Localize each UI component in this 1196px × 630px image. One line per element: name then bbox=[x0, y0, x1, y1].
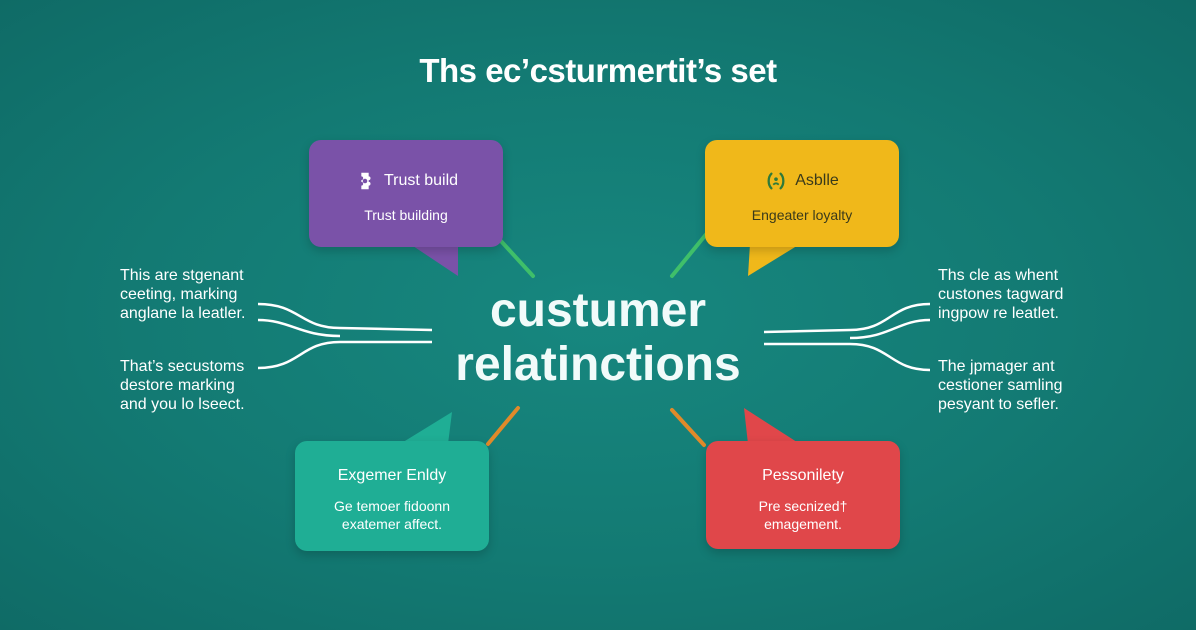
central-concept-line-2: relatinctions bbox=[455, 338, 741, 391]
right-top-note-line-1: Ths cle as whent bbox=[938, 267, 1059, 284]
right-top-note-line-3: ingpow re leatlet. bbox=[938, 305, 1059, 322]
right-bottom-note-line-1: The jpmager ant bbox=[938, 358, 1055, 375]
purple-bubble-tail bbox=[410, 244, 458, 276]
orange-spoke-right bbox=[670, 408, 706, 447]
left-bottom-note-line-1: That’s secustoms bbox=[120, 358, 245, 375]
bracket-icon bbox=[767, 172, 785, 190]
yellow-bubble-tail bbox=[748, 244, 800, 276]
green-spoke-right bbox=[670, 230, 710, 278]
loyalty-heading-text: Asblle bbox=[795, 172, 839, 189]
personality-body: Pre secnized† emagement. bbox=[706, 497, 900, 533]
left-top-note-line-2: ceeting, marking bbox=[120, 286, 238, 303]
loyalty-bubble: Asblle Engeater loyalty bbox=[705, 140, 899, 247]
trust-build-bubble: Trust build Trust building bbox=[309, 140, 503, 247]
right-connector-bottom bbox=[764, 342, 931, 372]
trust-build-heading-text: Trust build bbox=[383, 172, 459, 189]
trust-build-body-line-1: Trust building bbox=[364, 207, 448, 223]
right-bottom-note-line-2: cestioner samling bbox=[938, 377, 1063, 394]
loyalty-body-line-1: Engeater loyalty bbox=[751, 207, 853, 223]
right-bottom-note-line-3: pesyant to sefler. bbox=[938, 396, 1059, 413]
personality-body-line-2: emagement. bbox=[764, 516, 842, 532]
central-concept-line-1: custumer bbox=[489, 284, 707, 337]
experience-heading-text: Exgemer Enldy bbox=[337, 467, 447, 484]
loyalty-heading: Asblle bbox=[705, 170, 899, 192]
left-bottom-note: That’s secustoms destore marking and you… bbox=[120, 357, 245, 414]
right-top-note: Ths cle as whent custones tagward ingpow… bbox=[938, 266, 1063, 323]
red-bubble-tail bbox=[744, 408, 800, 444]
loyalty-body: Engeater loyalty bbox=[705, 206, 899, 224]
trust-build-body: Trust building bbox=[309, 206, 503, 224]
personality-bubble: Pessonilety Pre secnized† emagement. bbox=[706, 441, 900, 549]
personality-heading: Pessonilety bbox=[706, 467, 900, 485]
left-bottom-note-line-3: and you lo lseect. bbox=[120, 396, 245, 413]
experience-bubble: Exgemer Enldy Ge temoer fidoonn exatemer… bbox=[295, 441, 489, 551]
central-concept: custumer relatinctions bbox=[398, 284, 798, 392]
right-connector-mid bbox=[849, 318, 931, 340]
experience-body-line-1: Ge temoer fidoonn bbox=[334, 498, 450, 514]
left-connector-bottom bbox=[257, 340, 432, 370]
puzzle-icon bbox=[361, 172, 371, 190]
right-top-note-line-2: custones tagward bbox=[938, 286, 1064, 303]
right-connector-top bbox=[763, 302, 931, 334]
left-bottom-note-line-2: destore marking bbox=[120, 377, 235, 394]
orange-spoke-left bbox=[486, 406, 520, 446]
right-bottom-note: The jpmager ant cestioner samling pesyan… bbox=[938, 357, 1063, 414]
experience-body: Ge temoer fidoonn exatemer affect. bbox=[295, 497, 489, 533]
left-top-note-line-3: anglane la leatler. bbox=[120, 305, 246, 322]
experience-body-line-2: exatemer affect. bbox=[341, 516, 443, 532]
diagram-title: Ths ec’csturmertit’s set bbox=[419, 52, 777, 89]
left-top-note: This are stgenant ceeting, marking angla… bbox=[120, 266, 245, 323]
trust-build-heading: Trust build bbox=[309, 170, 503, 192]
experience-heading: Exgemer Enldy bbox=[295, 467, 489, 485]
left-connector-top bbox=[257, 302, 433, 332]
teal-bubble-tail bbox=[400, 412, 452, 444]
personality-heading-text: Pessonilety bbox=[762, 467, 844, 484]
personality-body-line-1: Pre secnized† bbox=[758, 498, 848, 514]
green-spoke-left bbox=[498, 238, 535, 278]
left-top-note-line-1: This are stgenant bbox=[120, 267, 244, 284]
left-connector-mid bbox=[257, 318, 341, 338]
